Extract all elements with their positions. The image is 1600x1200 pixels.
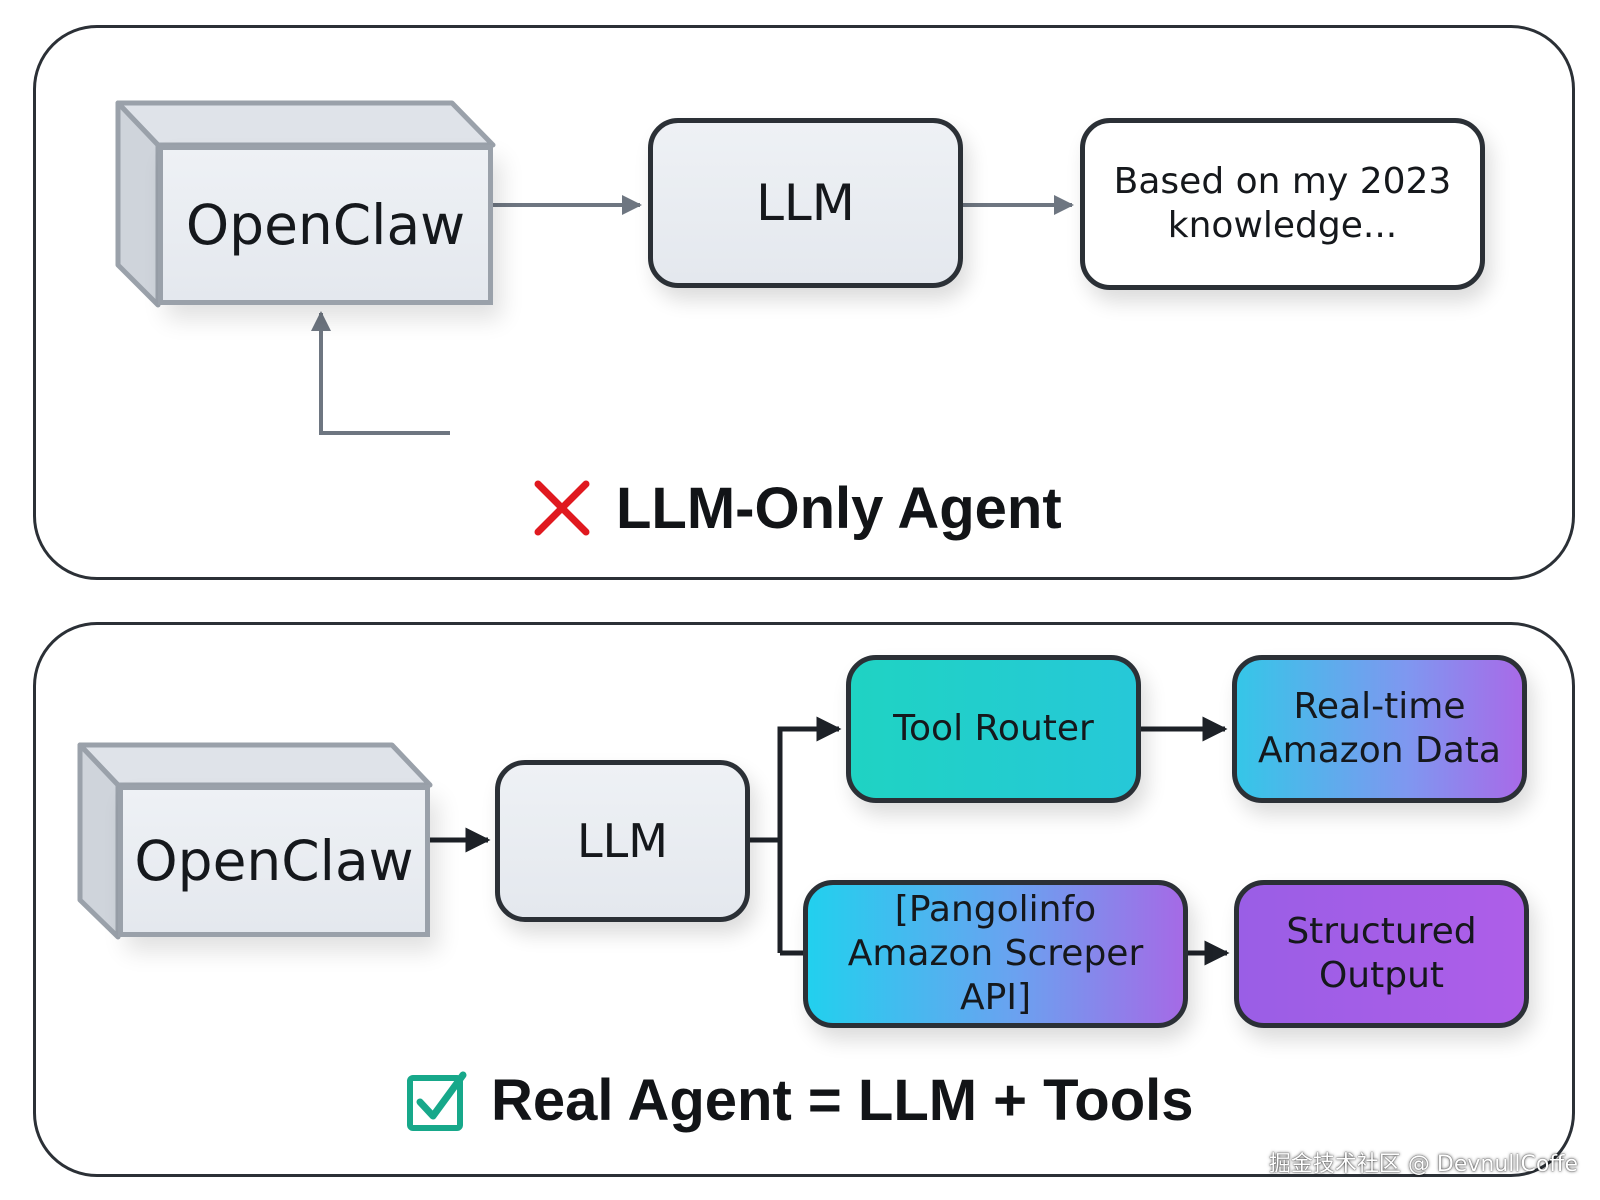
watermark: 掘金技术社区 @ DevnullCoffe <box>1268 1152 1578 1177</box>
cross-icon <box>530 476 594 540</box>
checkbox-check-icon <box>405 1069 469 1133</box>
openclaw-node-bottom: OpenClaw <box>118 785 430 937</box>
stale-answer-label: Based on my 2023 knowledge... <box>1113 161 1452 246</box>
scraper-api-node: [Pangolinfo Amazon Screper API] <box>803 880 1188 1028</box>
tool-router-label: Tool Router <box>893 708 1094 750</box>
llm-node-bottom: LLM <box>495 760 750 922</box>
stale-answer-node: Based on my 2023 knowledge... <box>1080 118 1485 290</box>
llm-label-bottom: LLM <box>577 813 668 868</box>
llm-node-top: LLM <box>648 118 963 288</box>
real-agent-caption-text: Real Agent = LLM + Tools <box>491 1068 1194 1133</box>
llm-label-top: LLM <box>756 173 855 232</box>
llm-only-caption-text: LLM-Only Agent <box>616 475 1062 541</box>
realtime-data-node: Real-time Amazon Data <box>1232 655 1527 803</box>
realtime-data-label: Real-time Amazon Data <box>1258 686 1501 771</box>
structured-output-node: Structured Output <box>1234 880 1529 1028</box>
openclaw-node-top: OpenClaw <box>158 145 493 305</box>
tool-router-node: Tool Router <box>846 655 1141 803</box>
scraper-api-label: [Pangolinfo Amazon Screper API] <box>847 889 1144 1018</box>
openclaw-label-bottom: OpenClaw <box>134 829 414 893</box>
openclaw-label-top: OpenClaw <box>185 193 466 257</box>
structured-output-label: Structured Output <box>1286 911 1477 996</box>
llm-only-caption: LLM-Only Agent <box>530 472 1062 544</box>
real-agent-caption: Real Agent = LLM + Tools <box>405 1063 1194 1138</box>
